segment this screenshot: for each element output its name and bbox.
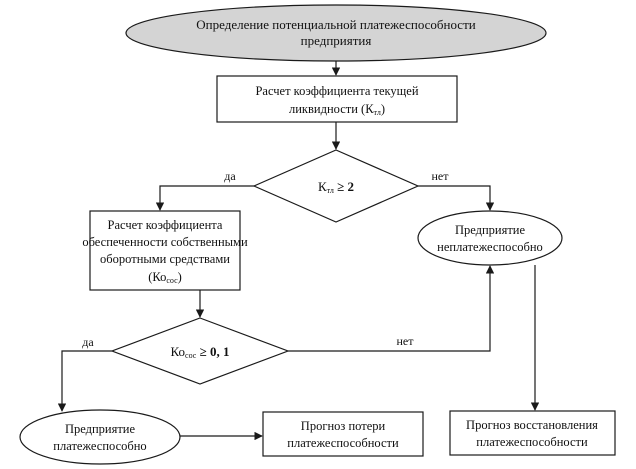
forecast-restore-box: [449, 410, 616, 456]
decision-kos-label: Косос ≥ 0, 1: [171, 344, 230, 360]
decision-ktl-node: Ктл ≥ 2: [252, 149, 420, 223]
calc-ktl-line-2: ликвидности (Ктл): [289, 102, 385, 117]
calc-kos-box: [89, 210, 241, 291]
calc-kos-line-2: обеспеченности собственными: [82, 235, 248, 249]
decision-ktl-sub: тл: [327, 186, 334, 195]
start-label-line-1: Определение потенциальной платежеспособн…: [196, 17, 475, 32]
calc-kos-line-4-suffix: ): [178, 270, 182, 284]
calc-kos-line-1: Расчет коэффициента: [108, 218, 223, 232]
decision-ktl-label: Ктл ≥ 2: [318, 179, 354, 195]
decision-ktl-main: К: [318, 179, 327, 194]
decision-kos-cond: ≥ 0, 1: [196, 344, 229, 359]
decision-ktl-diamond: [252, 149, 420, 223]
calc-kos-line-4: (Косос): [148, 270, 182, 285]
edge-ktl-no: [418, 185, 495, 211]
solvent-ellipse: [19, 409, 181, 465]
calc-ktl-line-2-suffix: ): [381, 102, 385, 116]
decision-kos-diamond: [110, 317, 290, 385]
calc-ktl-line-2-sub: тл: [374, 108, 381, 117]
calc-kos-line-4-sub: сос: [166, 276, 178, 285]
edge-ktl-yes: [155, 185, 254, 211]
forecast-loss-line-2: платежеспособности: [287, 436, 399, 450]
forecast-loss-line-1: Прогноз потери: [301, 419, 386, 433]
edge-kos-yes-label: да: [82, 335, 94, 349]
edge-ktl-no-label: нет: [432, 169, 450, 183]
forecast-loss-node: Прогноз потери платежеспособности: [262, 411, 424, 457]
insolvent-line-2: неплатежеспособно: [437, 240, 543, 254]
edge-kos-no: [288, 265, 495, 352]
start-node: Определение потенциальной платежеспособн…: [125, 4, 547, 62]
solvent-node: Предприятие платежеспособно: [19, 409, 181, 465]
solvent-line-2: платежеспособно: [53, 439, 146, 453]
forecast-loss-box: [262, 411, 424, 457]
solvent-line-1: Предприятие: [65, 422, 136, 436]
calc-ktl-line-2-main: ликвидности (К: [289, 102, 374, 116]
calc-ktl-node: Расчет коэффициента текущей ликвидности …: [216, 75, 458, 123]
calc-kos-node: Расчет коэффициента обеспеченности собст…: [82, 210, 248, 291]
decision-kos-node: Косос ≥ 0, 1: [110, 317, 290, 385]
forecast-restore-line-2: платежеспособности: [476, 435, 588, 449]
decision-kos-main: Ко: [171, 344, 186, 359]
calc-kos-line-3: оборотными средствами: [100, 252, 230, 266]
edge-kos-yes: [57, 350, 112, 412]
start-label-line-2: предприятия: [301, 33, 372, 48]
decision-kos-sub: сос: [185, 351, 197, 360]
edge-kos-no-label: нет: [397, 334, 415, 348]
insolvent-ellipse: [417, 210, 563, 266]
forecast-restore-node: Прогноз восстановления платежеспособност…: [449, 410, 616, 456]
decision-ktl-cond: ≥ 2: [334, 179, 354, 194]
edge-ktl-yes-label: да: [224, 169, 236, 183]
calc-ktl-box: [216, 75, 458, 123]
forecast-restore-line-1: Прогноз восстановления: [466, 418, 598, 432]
calc-ktl-line-1: Расчет коэффициента текущей: [255, 84, 418, 98]
insolvent-node: Предприятие неплатежеспособно: [417, 210, 563, 266]
insolvent-line-1: Предприятие: [455, 223, 526, 237]
calc-kos-line-4-main: (Ко: [148, 270, 166, 284]
